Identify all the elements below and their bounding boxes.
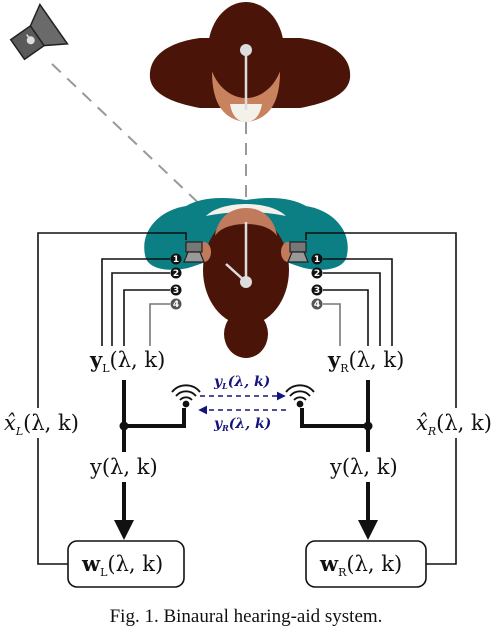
link-top-label: yL(λ, k) xyxy=(213,374,270,391)
left-mic-3-label: 3 xyxy=(173,286,179,296)
w-right-label: wR(λ, k) xyxy=(319,551,402,579)
right-mic-4-label: 4 xyxy=(314,300,320,310)
left-mic-4-label: 4 xyxy=(173,300,179,310)
right-filter-box xyxy=(305,540,427,588)
x-hat-left-label: x̂L(λ, k) xyxy=(4,411,79,438)
left-output-loop xyxy=(37,232,187,565)
right-mic-2-label: 2 xyxy=(314,269,320,279)
source-path-line xyxy=(51,63,209,213)
figure-caption: Fig. 1. Binaural hearing-aid system. xyxy=(109,606,383,627)
right-mic-3-label: 3 xyxy=(314,286,320,296)
right-hearing-aid-icon xyxy=(287,241,309,263)
left-microphones: 1 2 3 4 xyxy=(170,253,182,310)
right-mic-1-label: 1 xyxy=(314,255,320,265)
left-junction-dot xyxy=(119,421,129,431)
right-output-loop xyxy=(305,232,457,565)
left-mic-2-label: 2 xyxy=(173,269,179,279)
left-mic-1-label: 1 xyxy=(173,255,179,265)
right-wireless-icon xyxy=(285,384,315,408)
target-speaker-figure xyxy=(149,2,351,122)
left-hearing-aid-icon xyxy=(183,241,205,263)
left-mic-wires xyxy=(101,258,170,346)
right-mic-wires xyxy=(323,258,393,346)
loudspeaker-icon xyxy=(9,3,69,61)
y-left-label: yL(λ, k) xyxy=(89,347,165,375)
right-microphones: 1 2 3 4 xyxy=(311,253,323,310)
y-left-mid-label: y(λ, k) xyxy=(89,455,158,479)
y-right-mid-label: y(λ, k) xyxy=(329,455,398,479)
y-right-label: yR(λ, k) xyxy=(327,347,404,375)
link-bottom-label: yR(λ, k) xyxy=(213,416,271,433)
right-junction-dot xyxy=(363,421,373,431)
left-wireless-icon xyxy=(171,384,201,408)
w-left-label: wL(λ, k) xyxy=(81,551,163,579)
x-hat-right-label: x̂R(λ, k) xyxy=(416,411,492,438)
left-filter-box xyxy=(67,540,185,588)
